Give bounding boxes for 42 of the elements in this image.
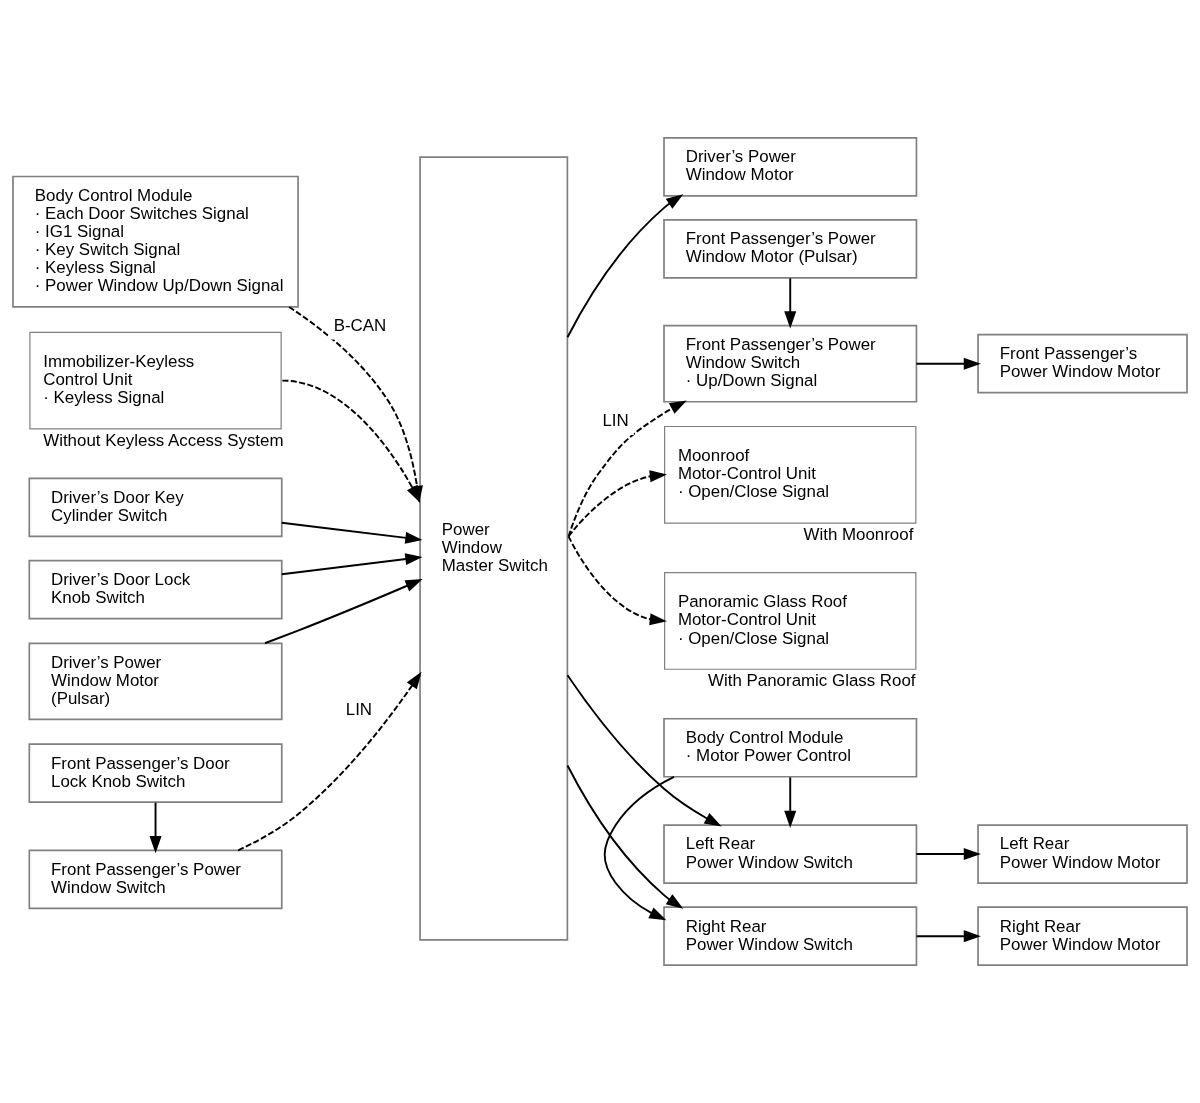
arrow (566, 764, 684, 909)
node-box: Front Passenger’s Power Window Motor (Pulsar) (663, 219, 918, 279)
node-box: Front Passenger’s Door Lock Knob Switch (28, 743, 283, 803)
node-box: Right Rear Power Window Switch (663, 906, 918, 966)
node-box: Left Rear Power Window Switch (663, 824, 918, 884)
arrow (567, 470, 667, 538)
arrow (603, 775, 675, 921)
node-box: Front Passenger’s Power Window Switch · Up/Down Signal (663, 324, 918, 403)
node-label: With Panoramic Glass Roof (708, 671, 916, 691)
arrow (280, 521, 423, 544)
arrow (784, 776, 797, 828)
edge-label: LIN (345, 699, 373, 719)
node-box: Body Control Module · Motor Power Control (663, 717, 918, 778)
node-box: Front Passenger’s Power Window Motor (977, 333, 1188, 394)
arrow (784, 277, 797, 329)
node-box: Right Rear Power Window Motor (977, 906, 1188, 966)
arrow (264, 579, 423, 645)
arrow (566, 674, 722, 827)
node-box: Panoramic Glass Roof Motor-Control Unit · Open/Close Signal (664, 572, 917, 670)
node-box: Driver’s Door Lock Knob Switch (28, 559, 283, 620)
arrow (149, 801, 162, 854)
arrow (915, 848, 981, 861)
edge-label: B-CAN (333, 315, 387, 335)
node-box: Immobilizer-Keyless Control Unit · Keyless Signal (29, 331, 282, 430)
arrow (280, 553, 423, 576)
node-box: Front Passenger’s Power Window Switch (28, 849, 283, 910)
arrow (567, 535, 667, 626)
arrow (567, 400, 687, 538)
edge-label: LIN (602, 411, 629, 431)
arrow (915, 930, 981, 943)
node-box: Left Rear Power Window Motor (977, 824, 1188, 884)
arrow (566, 194, 684, 339)
node-box: Moonroof Motor-Control Unit · Open/Close Signal (664, 425, 917, 524)
node-box: Body Control Module · Each Door Switches Signal · IG1 Signal · Key Switch Signal · Keyless Signal · Power Window Up/Down Signal (12, 175, 299, 308)
node-box: Driver’s Power Window Motor (663, 137, 918, 197)
node-label: Without Keyless Access System (43, 431, 284, 451)
node-label: With Moonroof (803, 525, 914, 545)
arrow (237, 671, 422, 852)
node-box: Driver’s Door Key Cylinder Switch (28, 477, 283, 538)
node-box: Power Window Master Switch (419, 156, 569, 941)
node-box: Driver’s Power Window Motor (Pulsar) (28, 642, 283, 721)
arrow (915, 357, 981, 370)
